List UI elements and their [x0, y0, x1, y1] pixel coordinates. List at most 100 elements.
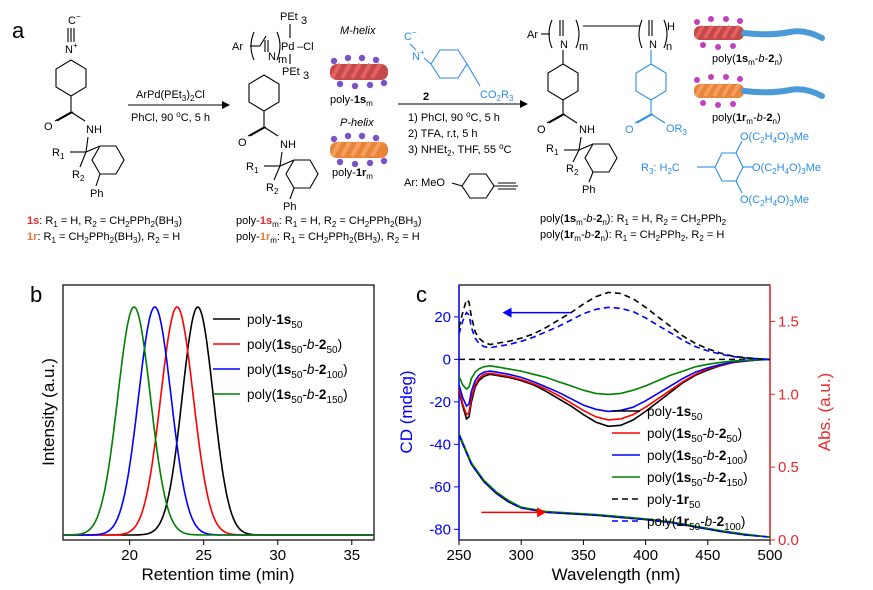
abs-line-2	[458, 434, 771, 538]
legend-label-c-4: poly-1r50	[647, 492, 701, 511]
h-end: H	[667, 21, 675, 33]
cl-label: –Cl	[297, 41, 314, 53]
cartoon-1s-label: poly(1sm-b-2n)	[712, 53, 782, 67]
cd-line-1	[458, 358, 771, 421]
caption-block-1s: poly(1sm-b-2n): R1 = H, R2 = CH2PPh2	[540, 213, 727, 227]
series-line-0	[63, 306, 374, 536]
pet3-top-sub: 3	[301, 15, 307, 27]
caption-poly1r: poly-1rm: R1 = CH2PPh2(BH3), R2 = H	[236, 231, 420, 245]
cd-line-3	[458, 358, 771, 396]
legend-label-3: poly(1s50-b-2150)	[247, 387, 348, 406]
step2-c1: 1) PhCl, 90 oC, 5 h	[408, 110, 500, 124]
n-label-3: N	[649, 39, 657, 51]
amide-o-label-2: O	[238, 137, 247, 149]
y-tick-label-c-4: 0	[443, 351, 451, 368]
r1-label-3: R1	[546, 143, 559, 157]
y-tick-label-c-3: -20	[429, 394, 451, 411]
caption-1s: 1s: R1 = H, R2 = CH2PPh2(BH3)	[27, 215, 182, 229]
y-axis-label-b: Intensity (a.u.)	[39, 358, 58, 466]
isocyanide-n-label: N+	[65, 41, 78, 56]
legend-label-2: poly(1s50-b-2100)	[247, 362, 348, 381]
x-tick-label-c-0: 250	[446, 547, 471, 564]
m-helix-label: M-helix	[340, 25, 376, 37]
m-sub-2: m	[579, 41, 588, 53]
r2-label-3: R2	[566, 163, 579, 177]
ar-label-2: Ar	[527, 29, 538, 41]
ar-label-1: Ar	[232, 41, 243, 53]
r1-label: R1	[52, 147, 65, 161]
r1-label-2: R1	[246, 161, 259, 175]
legend-label-1: poly(1s50-b-250)	[247, 337, 342, 356]
n-label-2: N	[560, 39, 568, 51]
legend-label-c-0: poly-1s50	[647, 404, 703, 423]
legend-label-0: poly-1s50	[247, 312, 303, 331]
block-cartoon-1r: poly(1rm-b-2n)	[694, 74, 825, 126]
ester-o-label: O	[625, 124, 634, 136]
amide-nh-label-3: NH	[579, 124, 595, 136]
block-cartoon-1s: poly(1sm-b-2n)	[694, 16, 825, 67]
x-axis-label-b: Retention time (min)	[141, 565, 294, 584]
y2-tick-label-c-2: 1.0	[778, 386, 799, 403]
cd-line-4	[458, 291, 771, 361]
cd-line-0	[458, 358, 771, 428]
y-tick-label-c-5: 20	[434, 309, 451, 326]
r2-label-2: R2	[266, 182, 279, 196]
r3-definition: R3: H2C	[641, 162, 680, 176]
co2r3: CO2R3	[480, 89, 514, 103]
y2-axis-label-c: Abs. (a.u.)	[815, 373, 834, 451]
caption-poly1s: poly-1sm: R1 = H, R2 = CH2PPh2(BH3)	[236, 215, 422, 229]
legend-label-c-1: poly(1s50-b-250)	[647, 426, 742, 445]
x-tick-label-c-5: 500	[757, 547, 782, 564]
panel-a-label: a	[12, 18, 25, 43]
panel-c-label: c	[416, 282, 427, 307]
y-tick-label-c-0: -80	[429, 521, 451, 538]
block-polymer-structure: Ar N m N n H O NH R1	[527, 19, 688, 196]
r3-structure: R3: H2C O(C2H4O)3Me O(C2H4O)3Me O(C2H4O)…	[641, 131, 821, 208]
poly-1s-label: poly-1sm	[330, 94, 373, 108]
monomer2-n: N+	[412, 48, 425, 63]
ph-label-2: Ph	[283, 201, 296, 213]
pd-label: Pd	[281, 41, 294, 53]
legend-label-c-3: poly(1s50-b-2150)	[647, 470, 748, 489]
caption-block-1r: poly(1rm-b-2n): R1 = CH2PPh2, R2 = H	[540, 229, 724, 243]
x-axis-label-c: Wavelength (nm)	[552, 565, 681, 584]
legend-label-c-2: poly(1s50-b-2100)	[647, 448, 748, 467]
step2-c2: 2) TFA, r.t, 5 h	[408, 128, 478, 140]
or3-label: OR3	[666, 123, 688, 137]
cd-line-5	[458, 306, 771, 361]
r2-label: R2	[72, 169, 85, 183]
x-tick-label-1: 25	[195, 547, 212, 564]
monomer2-c: C−	[404, 28, 417, 43]
series-line-1	[63, 306, 374, 536]
arrow-abs-right-head	[537, 507, 547, 518]
series-line-3	[63, 306, 374, 536]
cartoon-1r-label: poly(1rm-b-2n)	[712, 112, 781, 126]
isocyanide-c-label: C−	[68, 12, 81, 27]
legend-c: poly-1s50 poly(1s50-b-250) poly(1s50-b-210…	[612, 404, 748, 533]
m-helix-cartoon: M-helix poly-1sm	[330, 25, 388, 108]
plot-frame-b	[62, 284, 375, 541]
peg-1: O(C2H4O)3Me	[740, 131, 809, 145]
caption-1r: 1r: R1 = CH2PPh2(BH3), R2 = H	[27, 231, 180, 245]
plot-frame-c	[458, 284, 771, 541]
amide-o-label: O	[44, 121, 53, 133]
amide-o-label-3: O	[537, 124, 546, 136]
cd-abs-curves	[458, 291, 771, 538]
arrow-cd-left-head	[502, 307, 512, 318]
peg-2: O(C2H4O)3Me	[752, 162, 821, 176]
x-tick-label-c-2: 350	[571, 547, 596, 564]
pet3-bottom: PEt	[282, 66, 300, 78]
amide-nh-label-2: NH	[280, 139, 296, 151]
y-axis-label-c: CD (mdeg)	[397, 370, 416, 453]
ph-label: Ph	[90, 188, 103, 200]
step2-c3: 3) NHEt2, THF, 55 oC	[408, 142, 512, 158]
y2-tick-label-c-3: 1.5	[778, 313, 799, 330]
panel-b-label: b	[30, 282, 42, 307]
monomer-structure: C− N+ O NH R1 R2 Ph	[44, 12, 125, 200]
pd-polymer-structure: PEt 3 Ar N m Pd –Cl PEt 3 O NH R1	[232, 11, 319, 213]
